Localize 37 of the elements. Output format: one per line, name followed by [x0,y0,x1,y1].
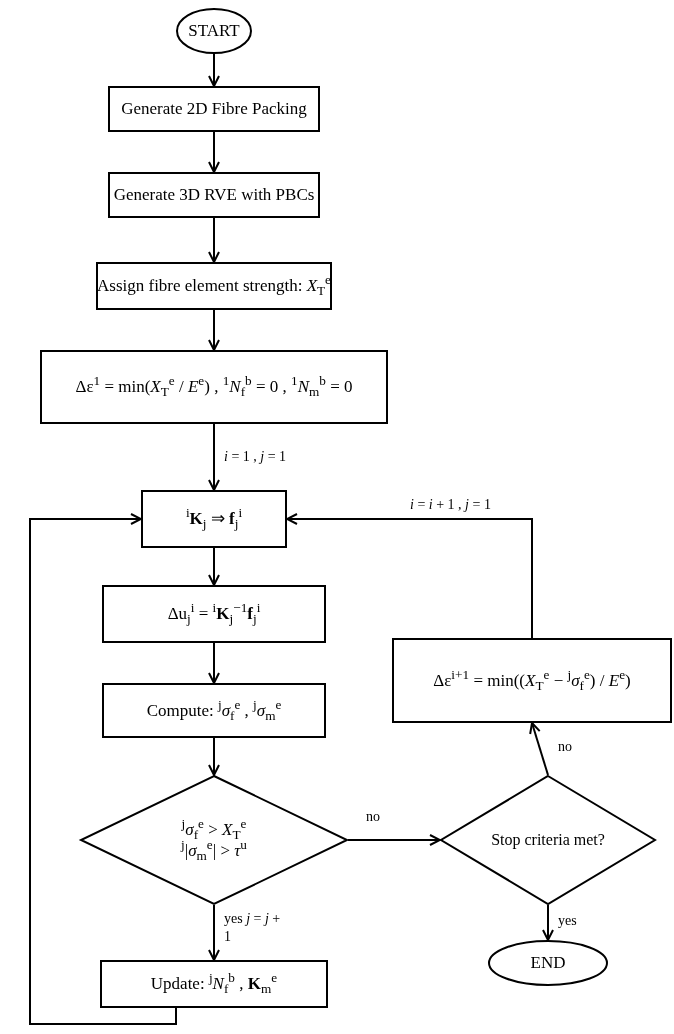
process-box [102,683,326,738]
arrow [208,53,220,87]
arrow [208,904,220,961]
arrow [347,834,441,846]
arrow [208,423,220,491]
process-box [108,172,320,218]
decision-diamond [80,775,348,905]
process-box [108,86,320,132]
arrow [208,309,220,351]
arrow [208,547,220,586]
box-label: Generate 2D Fibre Packing [121,98,307,120]
process-box [96,262,332,310]
box-label: START [188,20,240,42]
formula-text: Δε$^{1}$ = min(X$_{T}$$^{e}$ / E$^{e}$) , $^{1}$N$_{f}$$^{b}$ = 0 , $^{1}$N$_{m}$$^{b}$ = 0 [75,376,353,398]
arrow [208,217,220,263]
formula-text: Δε$^{i+1}$ = min((X$_{T}$$^{e}$ − $^{j}$σ$_{f}$$^{e}$) / E$^{e}$) [433,669,631,692]
arrow [29,513,177,1025]
edge-label: i = i + 1 , j = 1 [408,496,493,515]
arrow [208,642,220,684]
arrow [286,513,533,639]
start-terminal [176,8,252,54]
end-terminal [488,940,608,986]
edge-label: i = 1 , j = 1 [222,448,289,467]
process-box [392,638,672,723]
arrow [208,737,220,776]
decision-diamond [440,775,656,905]
arrow [208,131,220,173]
box-label: END [530,952,566,974]
arrow [542,904,554,941]
box-label: Generate 3D RVE with PBCs [113,184,315,206]
process-box [102,585,326,643]
formula-text: $^{j}$|σ$_{m}$$^{e}$| > τ$^{u}$ [181,840,247,862]
box-label: Stop criteria met? [491,830,605,850]
process-box [40,350,388,424]
arrow [529,722,549,776]
process-box [100,960,328,1008]
process-box [141,490,287,548]
